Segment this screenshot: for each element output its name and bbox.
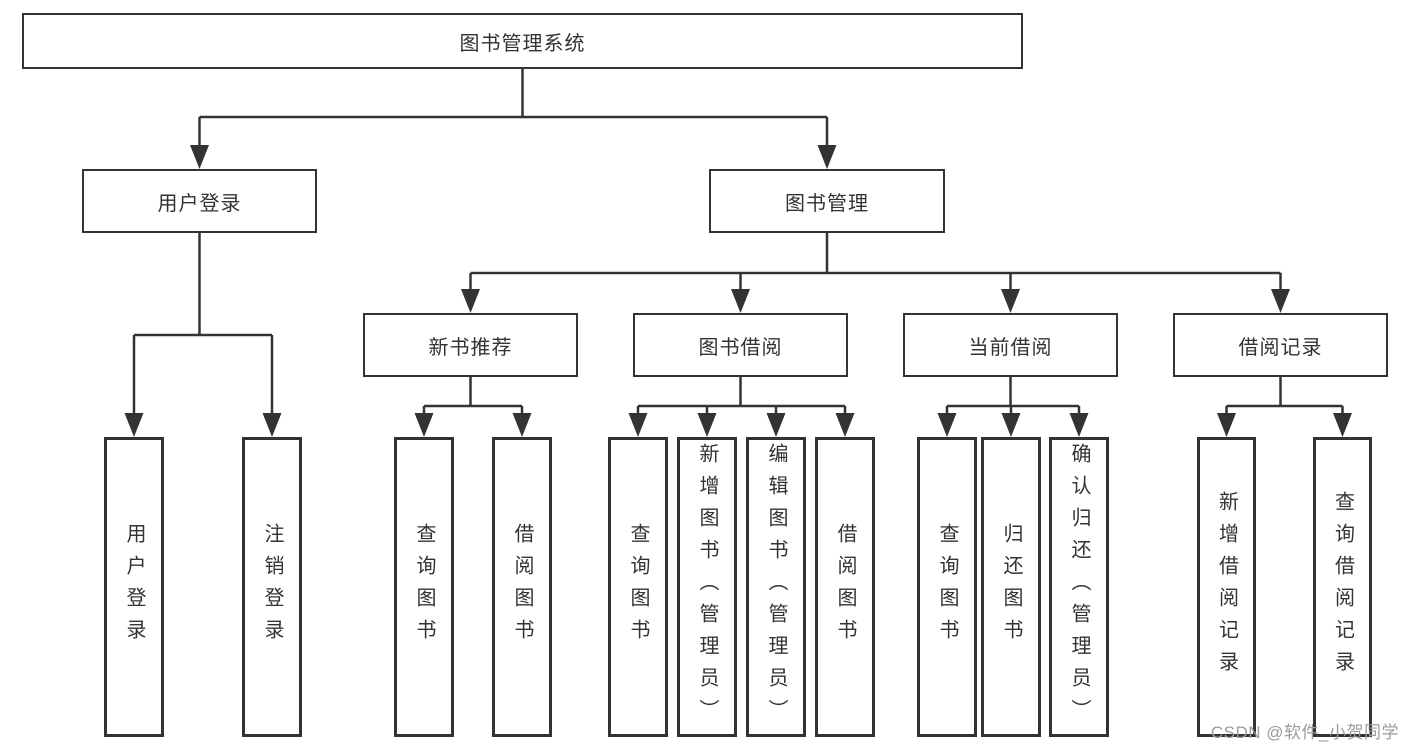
leaf-recommend-borrow-books-label: 借阅图书 [511,523,533,651]
leaf-recommend-borrow-books: 借阅图书 [492,437,552,737]
leaf-borrow-edit-books-admin-label: 编辑图书（管理员） [765,443,787,731]
leaf-logout-label: 注销登录 [261,523,283,651]
node-user-login-label: 用户登录 [157,192,242,215]
node-borrow-records: 借阅记录 [1173,313,1388,377]
leaf-records-add-record-label: 新增借阅记录 [1215,491,1238,683]
leaf-recommend-query-books-label: 查询图书 [413,523,435,651]
leaf-current-confirm-return-admin-label: 确认归还（管理员） [1068,443,1090,731]
leaf-recommend-query-books: 查询图书 [394,437,454,737]
node-current-borrow: 当前借阅 [903,313,1118,377]
leaf-current-query-books: 查询图书 [917,437,977,737]
leaf-borrow-edit-books-admin: 编辑图书（管理员） [746,437,806,737]
node-current-borrow-label: 当前借阅 [968,336,1053,359]
leaf-borrow-add-books-admin: 新增图书（管理员） [677,437,737,737]
node-root: 图书管理系统 [22,13,1023,69]
leaf-records-query-record: 查询借阅记录 [1313,437,1372,737]
node-user-login: 用户登录 [82,169,317,233]
arrowheads [124,145,1352,437]
leaf-borrow-borrow-books-label: 借阅图书 [834,523,856,651]
node-book-borrow-label: 图书借阅 [698,336,783,359]
node-root-label: 图书管理系统 [459,32,586,55]
leaf-user-login-label: 用户登录 [123,523,145,651]
node-new-book-recommend-label: 新书推荐 [428,336,513,359]
node-new-book-recommend: 新书推荐 [363,313,578,377]
leaf-borrow-borrow-books: 借阅图书 [815,437,875,737]
leaf-records-add-record: 新增借阅记录 [1197,437,1256,737]
leaf-records-query-record-label: 查询借阅记录 [1331,491,1354,683]
leaf-borrow-query-books: 查询图书 [608,437,668,737]
leaf-current-return-books-label: 归还图书 [1000,523,1022,651]
node-book-borrow: 图书借阅 [633,313,848,377]
node-borrow-records-label: 借阅记录 [1238,336,1323,359]
leaf-borrow-query-books-label: 查询图书 [627,523,649,651]
leaf-current-confirm-return-admin: 确认归还（管理员） [1049,437,1109,737]
watermark-text: CSDN @软件_小贺同学 [1210,723,1399,742]
node-book-management-label: 图书管理 [785,192,869,215]
leaf-logout: 注销登录 [242,437,302,737]
leaf-user-login: 用户登录 [104,437,164,737]
leaf-current-return-books: 归还图书 [981,437,1041,737]
node-book-management: 图书管理 [709,169,945,233]
leaf-current-query-books-label: 查询图书 [936,523,958,651]
connector-paths [132,69,1344,416]
leaf-borrow-add-books-admin-label: 新增图书（管理员） [696,443,718,731]
